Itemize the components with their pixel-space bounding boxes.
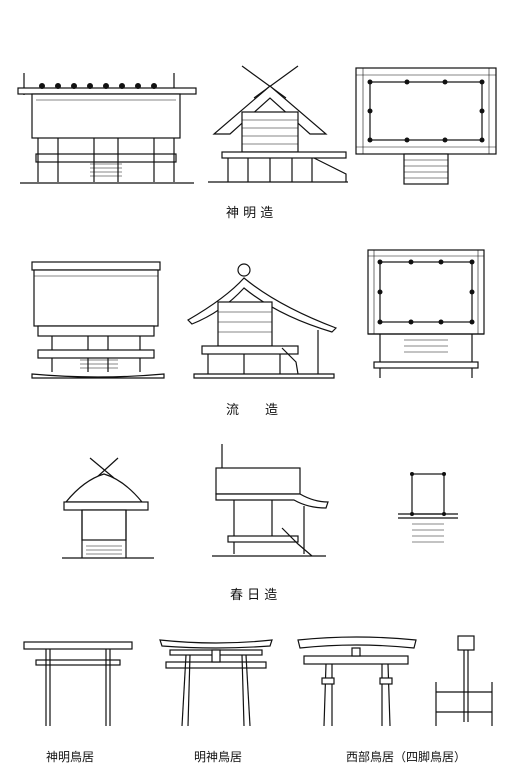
row-caption-kasuga: 春 日 造 <box>230 588 278 603</box>
shinmei-torii-drawing <box>22 638 134 730</box>
shinmei-floor-plan <box>354 66 500 188</box>
nagare-floor-plan <box>364 246 490 382</box>
row-caption-nagare: 流 造 <box>226 403 279 418</box>
nagare-side-elevation <box>186 262 340 382</box>
nagare-front-elevation <box>28 258 174 382</box>
torii-caption-myojin: 明神鳥居 <box>194 750 243 764</box>
shinmei-front-elevation <box>14 70 200 188</box>
row-caption-shinmei: 神 明 造 <box>226 206 274 221</box>
kasuga-floor-plan <box>396 470 460 550</box>
saibu-torii-drawing <box>296 632 496 732</box>
shinmei-side-elevation <box>206 62 350 186</box>
myojin-torii-drawing <box>158 634 274 730</box>
kasuga-side-elevation <box>208 440 330 564</box>
torii-caption-shinmei: 神明鳥居 <box>46 750 95 764</box>
torii-caption-saibu: 西部鳥居（四脚鳥居） <box>346 750 467 764</box>
kasuga-front-elevation <box>60 454 156 564</box>
